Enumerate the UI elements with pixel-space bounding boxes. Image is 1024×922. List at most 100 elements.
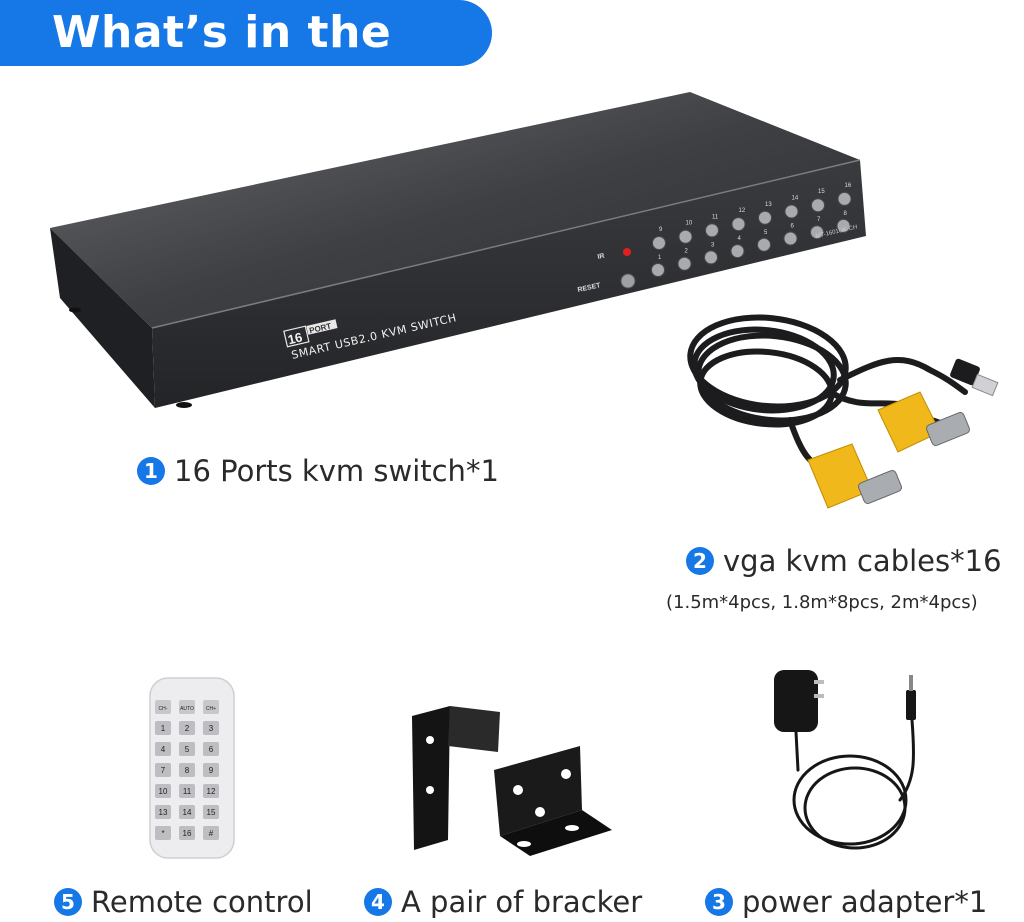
caption-brackets: 4 A pair of bracker: [364, 885, 642, 919]
port-button: [836, 218, 851, 233]
remote-key-label: 14: [183, 808, 192, 817]
remote-key-label: #: [209, 829, 214, 838]
bracket-front: [494, 746, 612, 856]
port-number-label: 1: [658, 255, 662, 261]
remote-key-label: AUTO: [180, 706, 194, 712]
port-number-label: 5: [764, 230, 768, 236]
header-banner: What’s in the box: [0, 0, 492, 112]
port-number-label: 8: [844, 211, 848, 217]
remote-key: [203, 826, 219, 840]
remote-key: [179, 721, 195, 735]
port-button: [705, 223, 719, 238]
kvm-left-side: [50, 228, 155, 408]
ir-indicator-light: [623, 248, 631, 256]
item-number-badge: 2: [686, 547, 714, 575]
remote-key-label: 2: [185, 724, 190, 733]
port-number-label: 11: [712, 214, 719, 220]
remote-key-label: 6: [209, 745, 214, 754]
remote-key: [179, 742, 195, 756]
remote-key-label: 8: [185, 766, 190, 775]
cable-length-detail: (1.5m*4pcs, 1.8m*8pcs, 2m*4pcs): [666, 592, 978, 613]
remote-key-label: 7: [161, 766, 166, 775]
port-number-label: 2: [685, 249, 689, 255]
remote-key: [155, 826, 171, 840]
remote-key: [155, 721, 171, 735]
remote-key: [179, 826, 195, 840]
caption-label: 16 Ports kvm switch*1: [174, 454, 499, 488]
remote-key: [155, 742, 171, 756]
caption-label: power adapter*1: [742, 885, 988, 919]
port-button: [811, 198, 825, 213]
port-number-label: 6: [791, 224, 795, 230]
kvm-front-panel: [152, 160, 866, 408]
port-number-label: 9: [659, 227, 663, 233]
remote-key-label: 5: [185, 745, 190, 754]
port-button: [678, 229, 693, 244]
item-number-badge: 1: [137, 457, 165, 485]
remote-key: [203, 700, 219, 714]
port-number-label: 15: [818, 189, 825, 195]
caption-power-adapter: 3 power adapter*1: [705, 885, 987, 919]
remote-key-label: 11: [183, 787, 192, 796]
remote-key-label: 12: [207, 787, 216, 796]
caption-vga-cables: 2 vga kvm cables*16: [686, 544, 1002, 578]
port-button: [837, 191, 852, 206]
remote-key-label: 1: [161, 724, 166, 733]
port-number-label: 14: [792, 196, 799, 202]
usb-plug: [950, 358, 999, 397]
port-button: [810, 225, 824, 240]
remote-key-label: 3: [209, 724, 214, 733]
vga-connector-lower: [807, 443, 902, 509]
ir-label: IR: [597, 253, 605, 261]
port-number-label: 3: [711, 242, 715, 248]
remote-key: [203, 763, 219, 777]
remote-key-label: 10: [159, 787, 168, 796]
port-number-label: 4: [738, 236, 742, 242]
remote-key: [203, 742, 219, 756]
port-button: [677, 256, 692, 271]
remote-key: [203, 784, 219, 798]
vga-connector-upper: [877, 391, 970, 453]
port-button: [731, 217, 746, 232]
port-button: [783, 231, 798, 246]
item-number-badge: 3: [705, 888, 733, 916]
remote-key: [155, 784, 171, 798]
port-number-label: 13: [765, 202, 772, 208]
port-button: [730, 244, 745, 259]
caption-label: A pair of bracker: [401, 885, 643, 919]
port-number-label: 16: [845, 183, 852, 189]
remote-key-label: 4: [161, 745, 166, 754]
remote-key: [155, 700, 171, 714]
item-number-badge: 4: [364, 888, 392, 916]
page-title: What’s in the box: [52, 7, 392, 112]
remote-key-label: 13: [159, 808, 168, 817]
reset-label: RESET: [577, 282, 602, 294]
reset-button: [620, 273, 636, 289]
remote-key: [203, 721, 219, 735]
port-button: [757, 237, 771, 252]
remote-key-label: *: [161, 829, 164, 838]
remote-key: [179, 805, 195, 819]
remote-key-label: CH+: [206, 706, 216, 712]
port-button: [758, 210, 772, 225]
port-number-label: 7: [817, 217, 821, 223]
caption-remote-control: 5 Remote control: [54, 885, 313, 919]
remote-key-label: 9: [209, 766, 214, 775]
remote-key-label: 16: [183, 829, 192, 838]
remote-key: [155, 805, 171, 819]
port-button: [651, 263, 665, 277]
remote-key-label: CH-: [159, 706, 168, 712]
kvm-top-surface: [50, 92, 860, 328]
caption-label: vga kvm cables*16: [723, 544, 1002, 578]
remote-key-label: 15: [207, 808, 216, 817]
port-count-number: 16: [286, 329, 303, 347]
port-number-label: 12: [739, 208, 746, 214]
port-button: [784, 204, 799, 219]
remote-key: [155, 763, 171, 777]
